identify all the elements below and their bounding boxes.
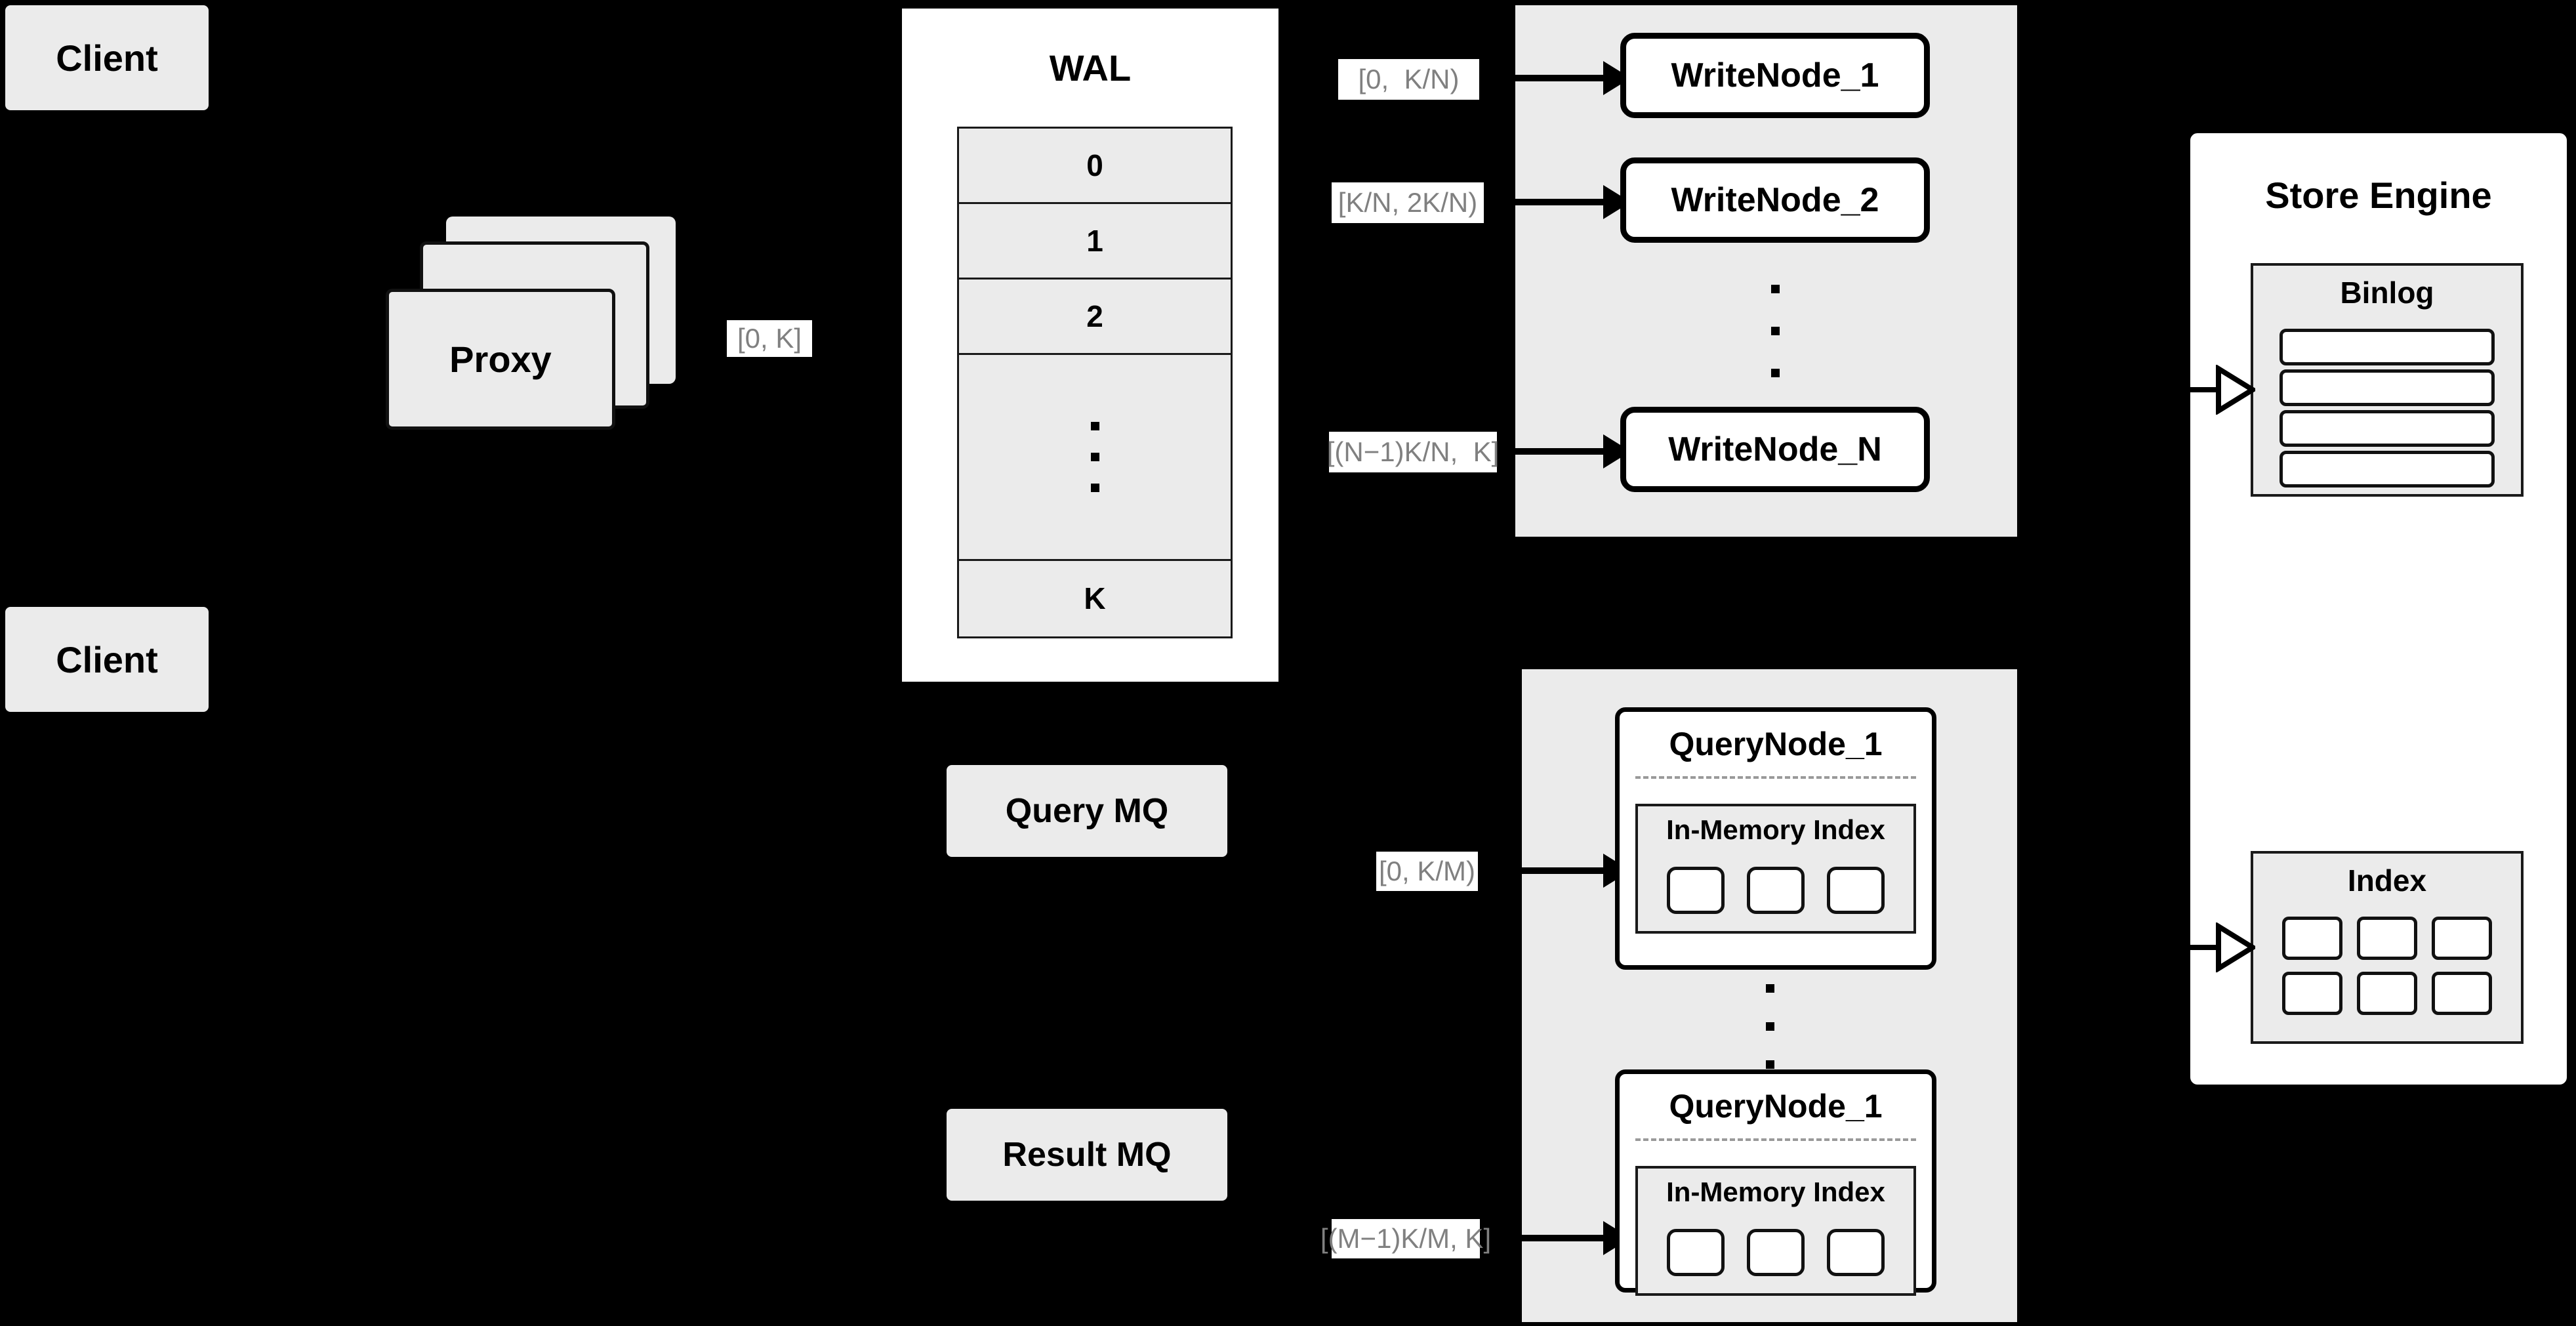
query-node-1-in-memory-index: In-Memory Index — [1635, 804, 1916, 934]
query-node-1-index-cell — [1827, 867, 1885, 914]
result-mq-label: Result MQ — [1002, 1136, 1172, 1174]
arrow-line-to-binlog — [2190, 387, 2218, 392]
query-node-1-index-title: In-Memory Index — [1666, 814, 1885, 845]
query-node-1-index-cell — [1667, 867, 1725, 914]
query-node-m-index-cell — [1747, 1229, 1805, 1276]
binlog-title: Binlog — [2340, 276, 2434, 310]
index-title: Index — [2347, 863, 2427, 898]
wal-ellipsis-dot-2 — [1090, 453, 1099, 462]
query-node-m-index-title: In-Memory Index — [1666, 1176, 1885, 1207]
binlog-row — [2280, 451, 2495, 487]
store-engine-title: Store Engine — [2265, 175, 2492, 216]
query-node-m-title: QueryNode_1 — [1669, 1088, 1883, 1125]
write-node-1[interactable]: WriteNode_1 — [1620, 33, 1930, 118]
write-node-2[interactable]: WriteNode_2 — [1620, 157, 1930, 243]
wal-ellipsis-dot-3 — [1090, 484, 1099, 493]
write-node-n-label: WriteNode_N — [1668, 430, 1882, 468]
range-label-write-node-n-text: [(N−1)K/N, K] — [1326, 436, 1500, 467]
arrow-line-to-index — [2190, 945, 2218, 950]
wal-entry-table: 0 1 2 K — [957, 127, 1233, 638]
wal-row-k: K — [959, 560, 1231, 636]
binlog-row — [2280, 369, 2495, 406]
range-label-write-node-2-text: [K/N, 2K/N) — [1338, 187, 1478, 218]
result-mq-node[interactable]: Result MQ — [947, 1109, 1227, 1201]
query-mq-label: Query MQ — [1005, 792, 1169, 830]
wal-ellipsis-dot-1 — [1090, 422, 1099, 431]
query-node-1-index-cell — [1747, 867, 1805, 914]
client-node-2-label: Client — [56, 638, 158, 680]
write-node-1-label: WriteNode_1 — [1671, 56, 1879, 94]
query-node-m-index-cell — [1827, 1229, 1885, 1276]
write-cluster-ellipsis-dot-2 — [1771, 327, 1780, 335]
binlog-panel: Binlog — [2251, 263, 2524, 497]
wal-row-0: 0 — [959, 129, 1231, 205]
binlog-row — [2280, 410, 2495, 447]
index-cell — [2357, 917, 2417, 960]
range-label-query-node-1: [0, K/M) — [1376, 852, 1478, 891]
client-node-2[interactable]: Client — [5, 607, 209, 712]
query-node-m-index-cell — [1667, 1229, 1725, 1276]
client-node-1-label: Client — [56, 37, 158, 79]
wal-row-ellipsis — [959, 355, 1231, 561]
client-node-1[interactable]: Client — [5, 5, 209, 110]
arrow-head-to-index-icon — [2216, 922, 2255, 972]
write-node-n[interactable]: WriteNode_N — [1620, 407, 1930, 492]
arrow-line-write-node-1 — [1501, 75, 1607, 81]
index-cell — [2282, 917, 2342, 960]
range-label-write-node-1-text: [0, K/N) — [1358, 64, 1460, 94]
index-cell — [2432, 972, 2492, 1015]
range-label-write-node-n: [(N−1)K/N, K] — [1326, 432, 1500, 472]
wal-row-2: 2 — [959, 280, 1231, 356]
query-cluster-ellipsis-dot-1 — [1766, 984, 1774, 993]
query-cluster-ellipsis-dot-3 — [1766, 1060, 1774, 1069]
range-label-proxy-to-wal: [0, K] — [727, 320, 812, 357]
range-label-query-node-m-text: [(M−1)K/M, K] — [1320, 1223, 1492, 1254]
query-node-1-divider — [1635, 776, 1916, 779]
query-node-m[interactable]: QueryNode_1 In-Memory Index — [1615, 1069, 1936, 1296]
query-node-1-title: QueryNode_1 — [1669, 726, 1883, 762]
index-cell — [2357, 972, 2417, 1015]
wal-container: WAL 0 1 2 K — [897, 4, 1283, 686]
wal-title: WAL — [1049, 47, 1132, 89]
proxy-node-label: Proxy — [449, 339, 552, 380]
query-node-m-divider — [1635, 1138, 1916, 1141]
arrow-line-query-node-m — [1501, 1235, 1607, 1241]
binlog-row — [2280, 329, 2495, 365]
range-label-write-node-1: [0, K/N) — [1338, 59, 1479, 100]
range-label-proxy-to-wal-text: [0, K] — [737, 323, 802, 354]
range-label-query-node-1-text: [0, K/M) — [1378, 856, 1476, 886]
arrow-line-write-node-n — [1501, 448, 1607, 455]
wal-row-1: 1 — [959, 204, 1231, 280]
arrow-line-write-node-2 — [1501, 199, 1607, 205]
index-panel: Index — [2251, 851, 2524, 1044]
index-cell — [2432, 917, 2492, 960]
query-node-m-in-memory-index: In-Memory Index — [1635, 1166, 1916, 1296]
query-node-1[interactable]: QueryNode_1 In-Memory Index — [1615, 707, 1936, 970]
range-label-query-node-m: [(M−1)K/M, K] — [1320, 1219, 1491, 1258]
write-cluster-ellipsis-dot-1 — [1771, 285, 1780, 293]
write-node-2-label: WriteNode_2 — [1671, 181, 1879, 219]
store-engine-container: Store Engine Binlog Index — [2186, 129, 2571, 1089]
arrow-line-query-node-1 — [1501, 867, 1607, 874]
proxy-node[interactable]: Proxy — [386, 289, 615, 430]
write-cluster-ellipsis-dot-3 — [1771, 369, 1780, 377]
arrow-head-to-binlog-icon — [2216, 365, 2255, 415]
query-mq-node[interactable]: Query MQ — [947, 765, 1227, 857]
index-cell — [2282, 972, 2342, 1015]
range-label-write-node-2: [K/N, 2K/N) — [1332, 182, 1484, 223]
query-cluster-ellipsis-dot-2 — [1766, 1022, 1774, 1031]
